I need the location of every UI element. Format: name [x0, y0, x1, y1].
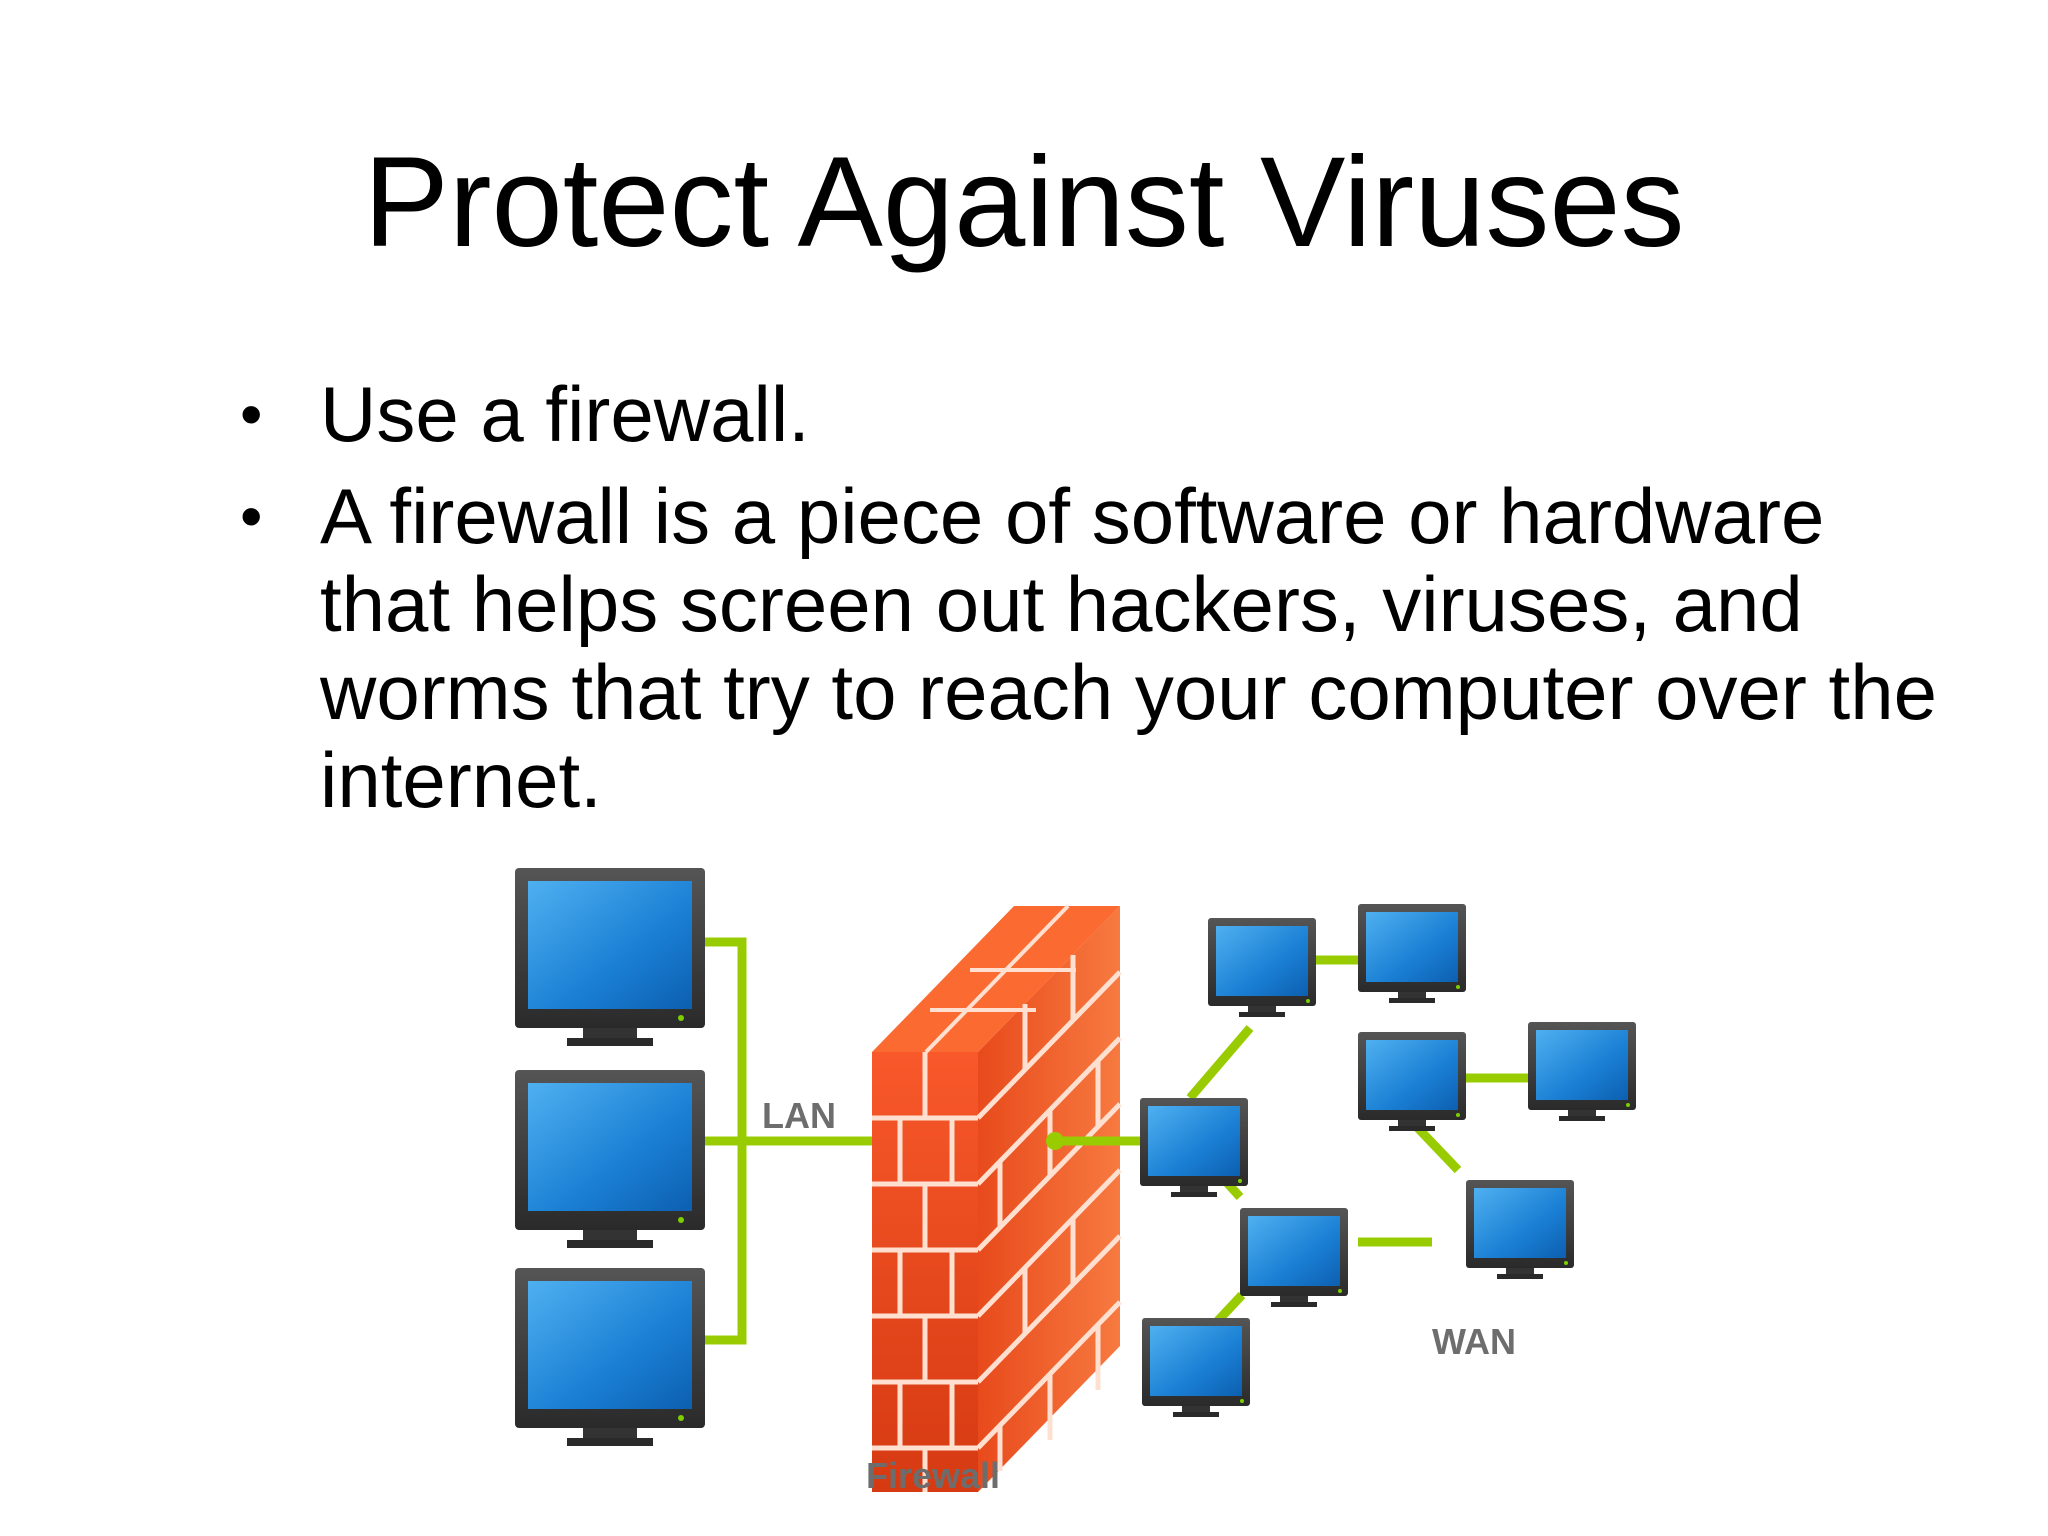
wan-monitor-icon	[1358, 904, 1466, 1003]
wan-monitor-icon	[1466, 1180, 1574, 1279]
firewall-diagram: LAN	[500, 860, 1650, 1536]
bullet-icon: •	[240, 480, 263, 552]
firewall-diagram-svg: LAN	[515, 868, 1636, 1496]
bullet-item: • Use a firewall.	[240, 370, 1960, 458]
slide-title: Protect Against Viruses	[363, 131, 1685, 274]
wan-monitor-icon	[1528, 1022, 1636, 1121]
bullet-icon: •	[240, 378, 263, 450]
wan-links	[1055, 955, 1536, 1331]
lan-links	[705, 937, 874, 1345]
lan-label: LAN	[762, 1095, 836, 1136]
wan-monitor-icon	[1208, 918, 1316, 1017]
bullet-text: Use a firewall.	[320, 370, 810, 458]
firewall-icon	[872, 904, 1122, 1492]
lan-monitor-icon	[515, 1070, 705, 1248]
bullet-text: A firewall is a piece of software or har…	[320, 472, 1937, 824]
bullet-list: • Use a firewall. • A firewall is a piec…	[240, 370, 1960, 838]
lan-monitor-icon	[515, 868, 705, 1046]
bullet-item: • A firewall is a piece of software or h…	[240, 472, 1960, 824]
wan-monitor-icon	[1142, 1318, 1250, 1417]
wan-monitor-icon	[1358, 1032, 1466, 1131]
firewall-label: Firewall	[866, 1455, 1000, 1496]
wan-label: WAN	[1432, 1321, 1516, 1362]
wan-monitor-icon	[1140, 1098, 1248, 1197]
wan-monitor-icon	[1240, 1208, 1348, 1307]
lan-monitor-icon	[515, 1268, 705, 1446]
